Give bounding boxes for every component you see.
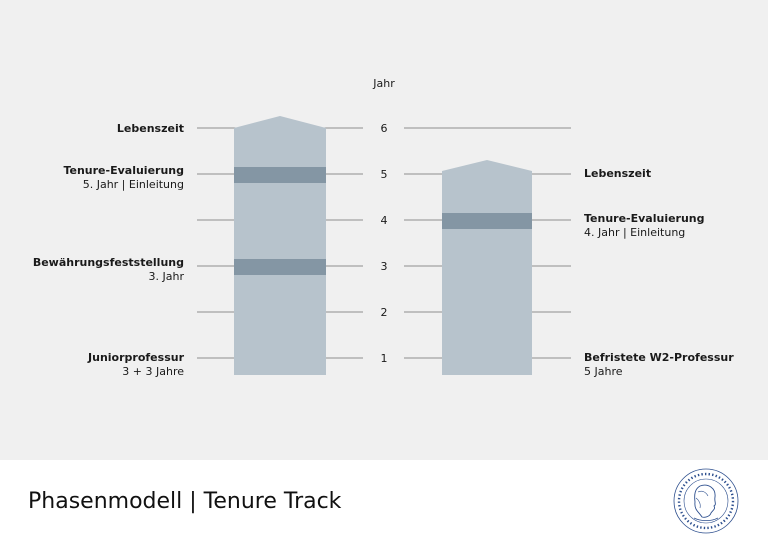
left-label-sub: 5. Jahr | Einleitung bbox=[82, 178, 184, 191]
right-label-lebenszeit: Lebenszeit bbox=[584, 167, 651, 181]
left-label-sub: 3 + 3 Jahre bbox=[122, 365, 184, 378]
tick-1: 1 bbox=[380, 352, 388, 365]
tick-2: 2 bbox=[380, 306, 388, 319]
left-label-lebenszeit: Lebenszeit bbox=[117, 122, 184, 136]
left-band-year-3 bbox=[234, 259, 326, 275]
right-label-sub: 5 Jahre bbox=[584, 365, 623, 378]
footer bbox=[0, 460, 768, 543]
right-label-title: Lebenszeit bbox=[584, 167, 652, 180]
right-column bbox=[442, 160, 532, 375]
phase-diagram bbox=[197, 116, 571, 375]
left-column bbox=[234, 116, 326, 375]
left-label-title: Bewährungsfeststellung bbox=[32, 256, 184, 269]
left-label-juniorprofessur: Juniorprofessur 3 + 3 Jahre bbox=[88, 351, 184, 379]
left-label-title: Juniorprofessur bbox=[88, 351, 184, 364]
tick-3: 3 bbox=[380, 260, 388, 273]
tick-4: 4 bbox=[380, 214, 388, 227]
right-label-title: Tenure-Evaluierung bbox=[584, 212, 705, 225]
left-label-tenure-evaluierung: Tenure-Evaluierung 5. Jahr | Einleitung bbox=[63, 164, 184, 192]
left-band-year-5 bbox=[234, 167, 326, 183]
left-label-title: Lebenszeit bbox=[116, 122, 184, 135]
right-label-title: Befristete W2-Professur bbox=[584, 351, 734, 364]
right-band-year-4 bbox=[442, 213, 532, 229]
left-label-sub: 3. Jahr bbox=[148, 270, 184, 283]
page-title: Phasenmodell | Tenure Track bbox=[28, 489, 342, 514]
left-label-bewaehrungsfeststellung: Bewährungsfeststellung 3. Jahr bbox=[33, 256, 184, 284]
right-label-w2-professur: Befristete W2-Professur 5 Jahre bbox=[584, 351, 734, 379]
right-label-sub: 4. Jahr | Einleitung bbox=[584, 226, 686, 239]
right-label-tenure-evaluierung: Tenure-Evaluierung 4. Jahr | Einleitung bbox=[584, 212, 705, 240]
tick-6: 6 bbox=[380, 122, 388, 135]
university-seal-logo bbox=[673, 468, 739, 534]
left-label-title: Tenure-Evaluierung bbox=[63, 164, 184, 177]
axis-title: Jahr bbox=[373, 77, 395, 90]
tick-5: 5 bbox=[380, 168, 388, 181]
diagram-area: Jahr 1 2 3 4 5 6 Lebenszeit Tenure-Evalu… bbox=[0, 0, 768, 460]
